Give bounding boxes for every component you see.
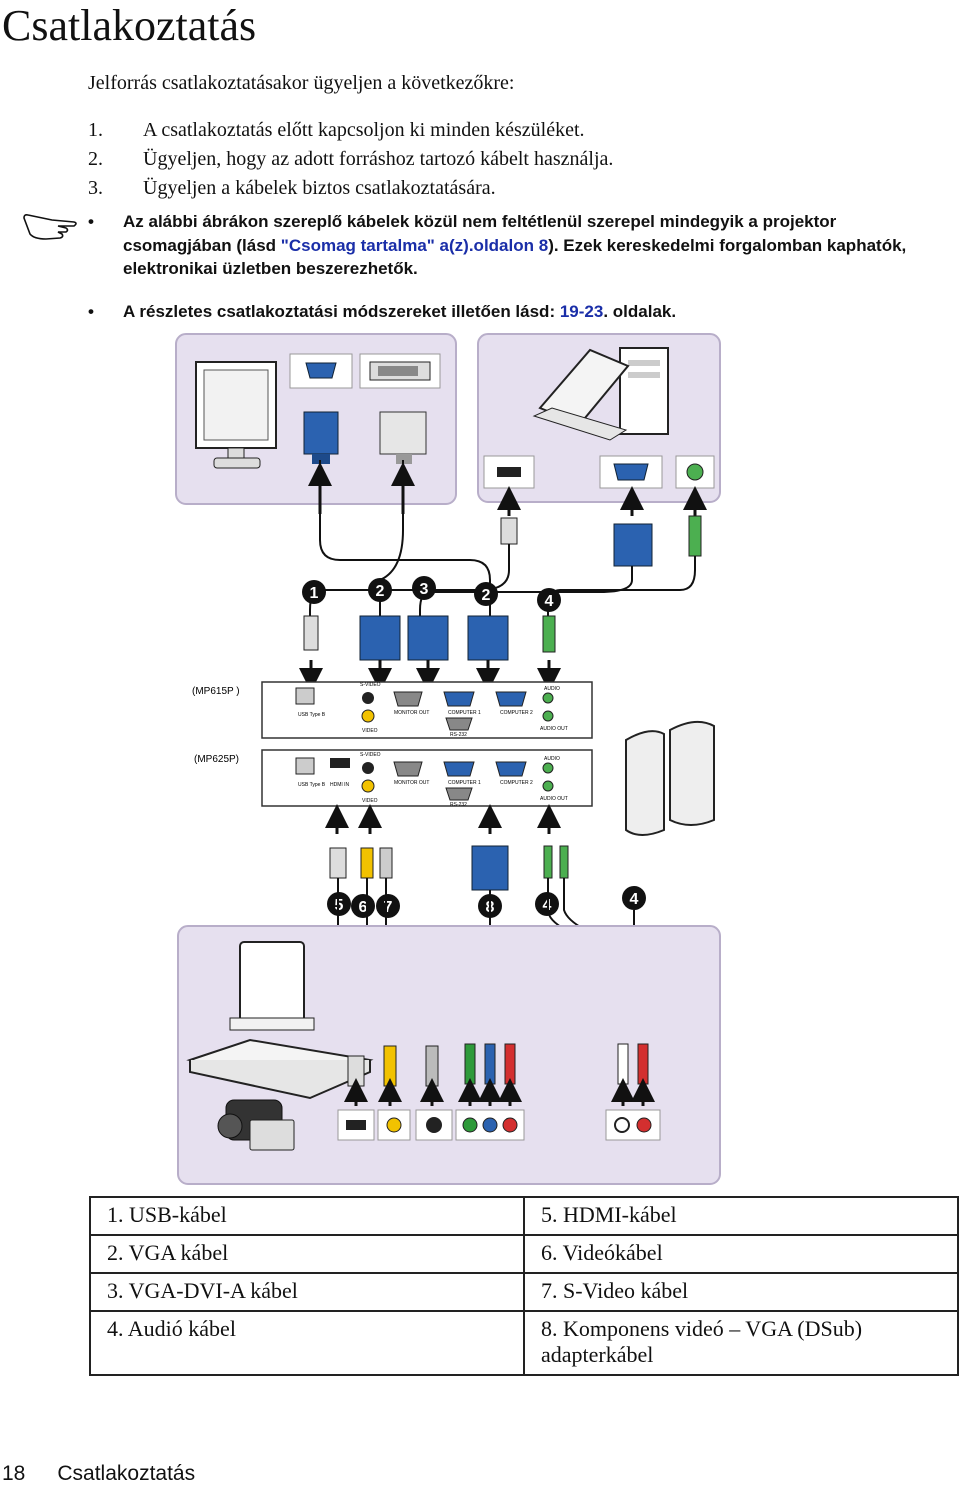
dvi-plug-icon [407, 615, 449, 661]
svg-text:AUDIO: AUDIO [544, 756, 560, 762]
table-cell: 4. Audió kábel [89, 1310, 525, 1376]
s-video-plug-icon [379, 847, 393, 879]
page-title: Csatlakoztatás [2, 1, 257, 50]
video-plug-icon [360, 847, 374, 879]
audio-plug-icon [688, 515, 702, 557]
table-row: 2. VGA kábel 6. Videókábel [89, 1234, 959, 1274]
camcorder-icon [217, 1099, 295, 1151]
dvd-player-icon [186, 1038, 374, 1100]
cable-legend-table: 1. USB-kábel 5. HDMI-kábel 2. VGA kábel … [89, 1196, 959, 1376]
table-cell: 1. USB-kábel [89, 1196, 525, 1236]
page-link[interactable]: "Csomag tartalma" a(z).oldalon 8 [280, 235, 549, 255]
svg-text:AUDIO: AUDIO [544, 686, 560, 692]
svg-text:AUDIO OUT: AUDIO OUT [540, 726, 568, 732]
svg-text:S-VIDEO: S-VIDEO [360, 682, 381, 688]
callouts-top: 1 2 3 2 4 [302, 576, 561, 612]
table-cell: 3. VGA-DVI-A kábel [89, 1272, 525, 1312]
step-item: 2.Ügyeljen, hogy az adott forráshoz tart… [88, 148, 614, 170]
laptop-icon [532, 348, 630, 441]
dvi-port-icon [369, 361, 431, 381]
svg-text:HDMI IN: HDMI IN [330, 782, 350, 788]
dvi-plug-icon [379, 411, 427, 464]
table-cell: 6. Videókábel [523, 1234, 959, 1274]
step-item: 3.Ügyeljen a kábelek biztos csatlakoztat… [88, 177, 496, 199]
speakers-icon [625, 720, 715, 836]
svg-text:RS-232: RS-232 [450, 802, 467, 808]
vga-plug-icon [467, 615, 509, 661]
table-row: 4. Audió kábel 8. Komponens videó – VGA … [89, 1310, 959, 1376]
svg-text:2: 2 [376, 583, 385, 600]
svg-text:USB Type B: USB Type B [298, 712, 326, 718]
svg-text:2: 2 [482, 587, 491, 604]
audio-plug-icon [543, 845, 569, 879]
table-row: 3. VGA-DVI-A kábel 7. S-Video kábel [89, 1272, 959, 1312]
model-label: (MP625P) [194, 754, 239, 765]
footer-section: Csatlakoztatás [57, 1462, 196, 1485]
desktop-pc-icon [619, 347, 669, 435]
svg-text:COMPUTER 2: COMPUTER 2 [500, 710, 533, 716]
model-label: (MP615P ) [192, 686, 240, 697]
projector-panel-mp625p: USB Type B HDMI IN S-VIDEO VIDEO MONITOR… [261, 749, 593, 808]
intro-text: Jelforrás csatlakoztatásakor ügyeljen a … [88, 72, 515, 94]
vga-plug-icon [471, 845, 509, 891]
table-cell: 2. VGA kábel [89, 1234, 525, 1274]
usb-port-icon [497, 467, 521, 477]
vga-plug-icon [303, 411, 339, 464]
table-cell: 7. S-Video kábel [523, 1272, 959, 1312]
svg-text:COMPUTER 1: COMPUTER 1 [448, 780, 481, 786]
svg-text:MONITOR OUT: MONITOR OUT [394, 780, 429, 786]
svg-text:AUDIO OUT: AUDIO OUT [540, 796, 568, 802]
note-item: • A részletes csatlakoztatási módszereke… [88, 301, 677, 321]
arrows [299, 660, 561, 692]
svg-text:VIDEO: VIDEO [362, 728, 378, 734]
vga-plug-icon [613, 523, 653, 567]
connection-diagram: 1 2 3 2 4 (MP615P ) USB Type B S-VIDEO V… [175, 333, 721, 1185]
svg-text:7: 7 [384, 899, 393, 916]
svg-text:COMPUTER 2: COMPUTER 2 [500, 780, 533, 786]
projector-panel-mp615p: USB Type B S-VIDEO VIDEO MONITOR OUT COM… [261, 681, 593, 739]
svg-text:S-VIDEO: S-VIDEO [360, 752, 381, 758]
usb-plug-icon [500, 517, 518, 545]
callouts-bottom: 5 6 7 8 4 4 [327, 886, 646, 918]
computer-panel [477, 333, 721, 503]
table-cell: 5. HDMI-kábel [523, 1196, 959, 1236]
svg-text:USB Type B: USB Type B [298, 782, 326, 788]
note-item: • Az alábbi ábrákon szereplő kábelek köz… [88, 212, 907, 278]
steps-list: 1.A csatlakoztatás előtt kapcsoljon ki m… [88, 116, 613, 203]
page-number: 18 [2, 1462, 26, 1485]
arrows [325, 804, 561, 834]
svg-text:4: 4 [630, 891, 639, 908]
usb-plug-icon [303, 615, 319, 651]
step-item: 1.A csatlakoztatás előtt kapcsoljon ki m… [88, 119, 585, 141]
svg-text:6: 6 [359, 899, 368, 916]
svg-text:VIDEO: VIDEO [362, 798, 378, 804]
svg-text:3: 3 [420, 581, 429, 598]
vga-plug-icon [359, 615, 401, 661]
monitor-panel [175, 333, 457, 505]
svg-text:COMPUTER 1: COMPUTER 1 [448, 710, 481, 716]
av-devices-panel [177, 925, 721, 1185]
svg-text:4: 4 [545, 593, 554, 610]
notes: • Az alábbi ábrákon szereplő kábelek köz… [88, 210, 938, 342]
vga-port-icon [613, 463, 649, 481]
svg-text:RS-232: RS-232 [450, 732, 467, 738]
table-row: 1. USB-kábel 5. HDMI-kábel [89, 1196, 959, 1236]
svg-text:MONITOR OUT: MONITOR OUT [394, 710, 429, 716]
audio-jack-icon [686, 463, 704, 481]
page-range-link[interactable]: 19-23 [559, 301, 604, 321]
page-footer: 18 Csatlakoztatás [2, 1462, 227, 1486]
pointing-hand-icon [23, 214, 77, 240]
hdmi-plug-icon [329, 847, 347, 879]
wii-console-icon [229, 941, 315, 1031]
svg-text:1: 1 [310, 585, 319, 602]
table-cell: 8. Komponens videó – VGA (DSub) adapterk… [523, 1310, 959, 1376]
vga-port-icon [305, 362, 337, 379]
svg-text:5: 5 [335, 897, 344, 914]
monitor-icon [195, 361, 277, 469]
audio-plug-icon [542, 615, 556, 653]
